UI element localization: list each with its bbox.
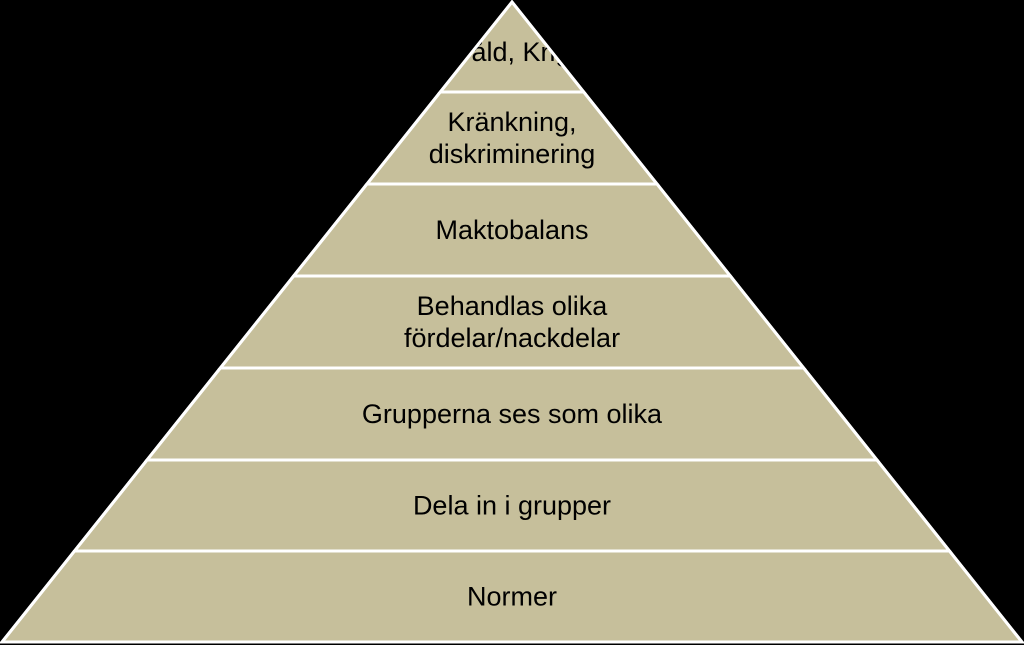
pyramid-tier-4 xyxy=(217,274,807,370)
pyramid-tier-4-label: Behandlas olika xyxy=(417,291,609,321)
pyramid-tier-2 xyxy=(363,90,661,186)
pyramid-tier-3-label: Maktobalans xyxy=(435,215,588,245)
pyramid-tier-4-label: fördelar/nackdelar xyxy=(404,323,620,353)
pyramid-tier-7-label: Normer xyxy=(467,582,557,612)
pyramid-tier-6-label: Dela in i grupper xyxy=(413,491,611,521)
pyramid-tier-5-label: Grupperna ses som olika xyxy=(362,399,663,429)
pyramid-tier-2-label: Kränkning, xyxy=(447,107,576,137)
pyramid-tier-2-label: diskriminering xyxy=(429,139,596,169)
